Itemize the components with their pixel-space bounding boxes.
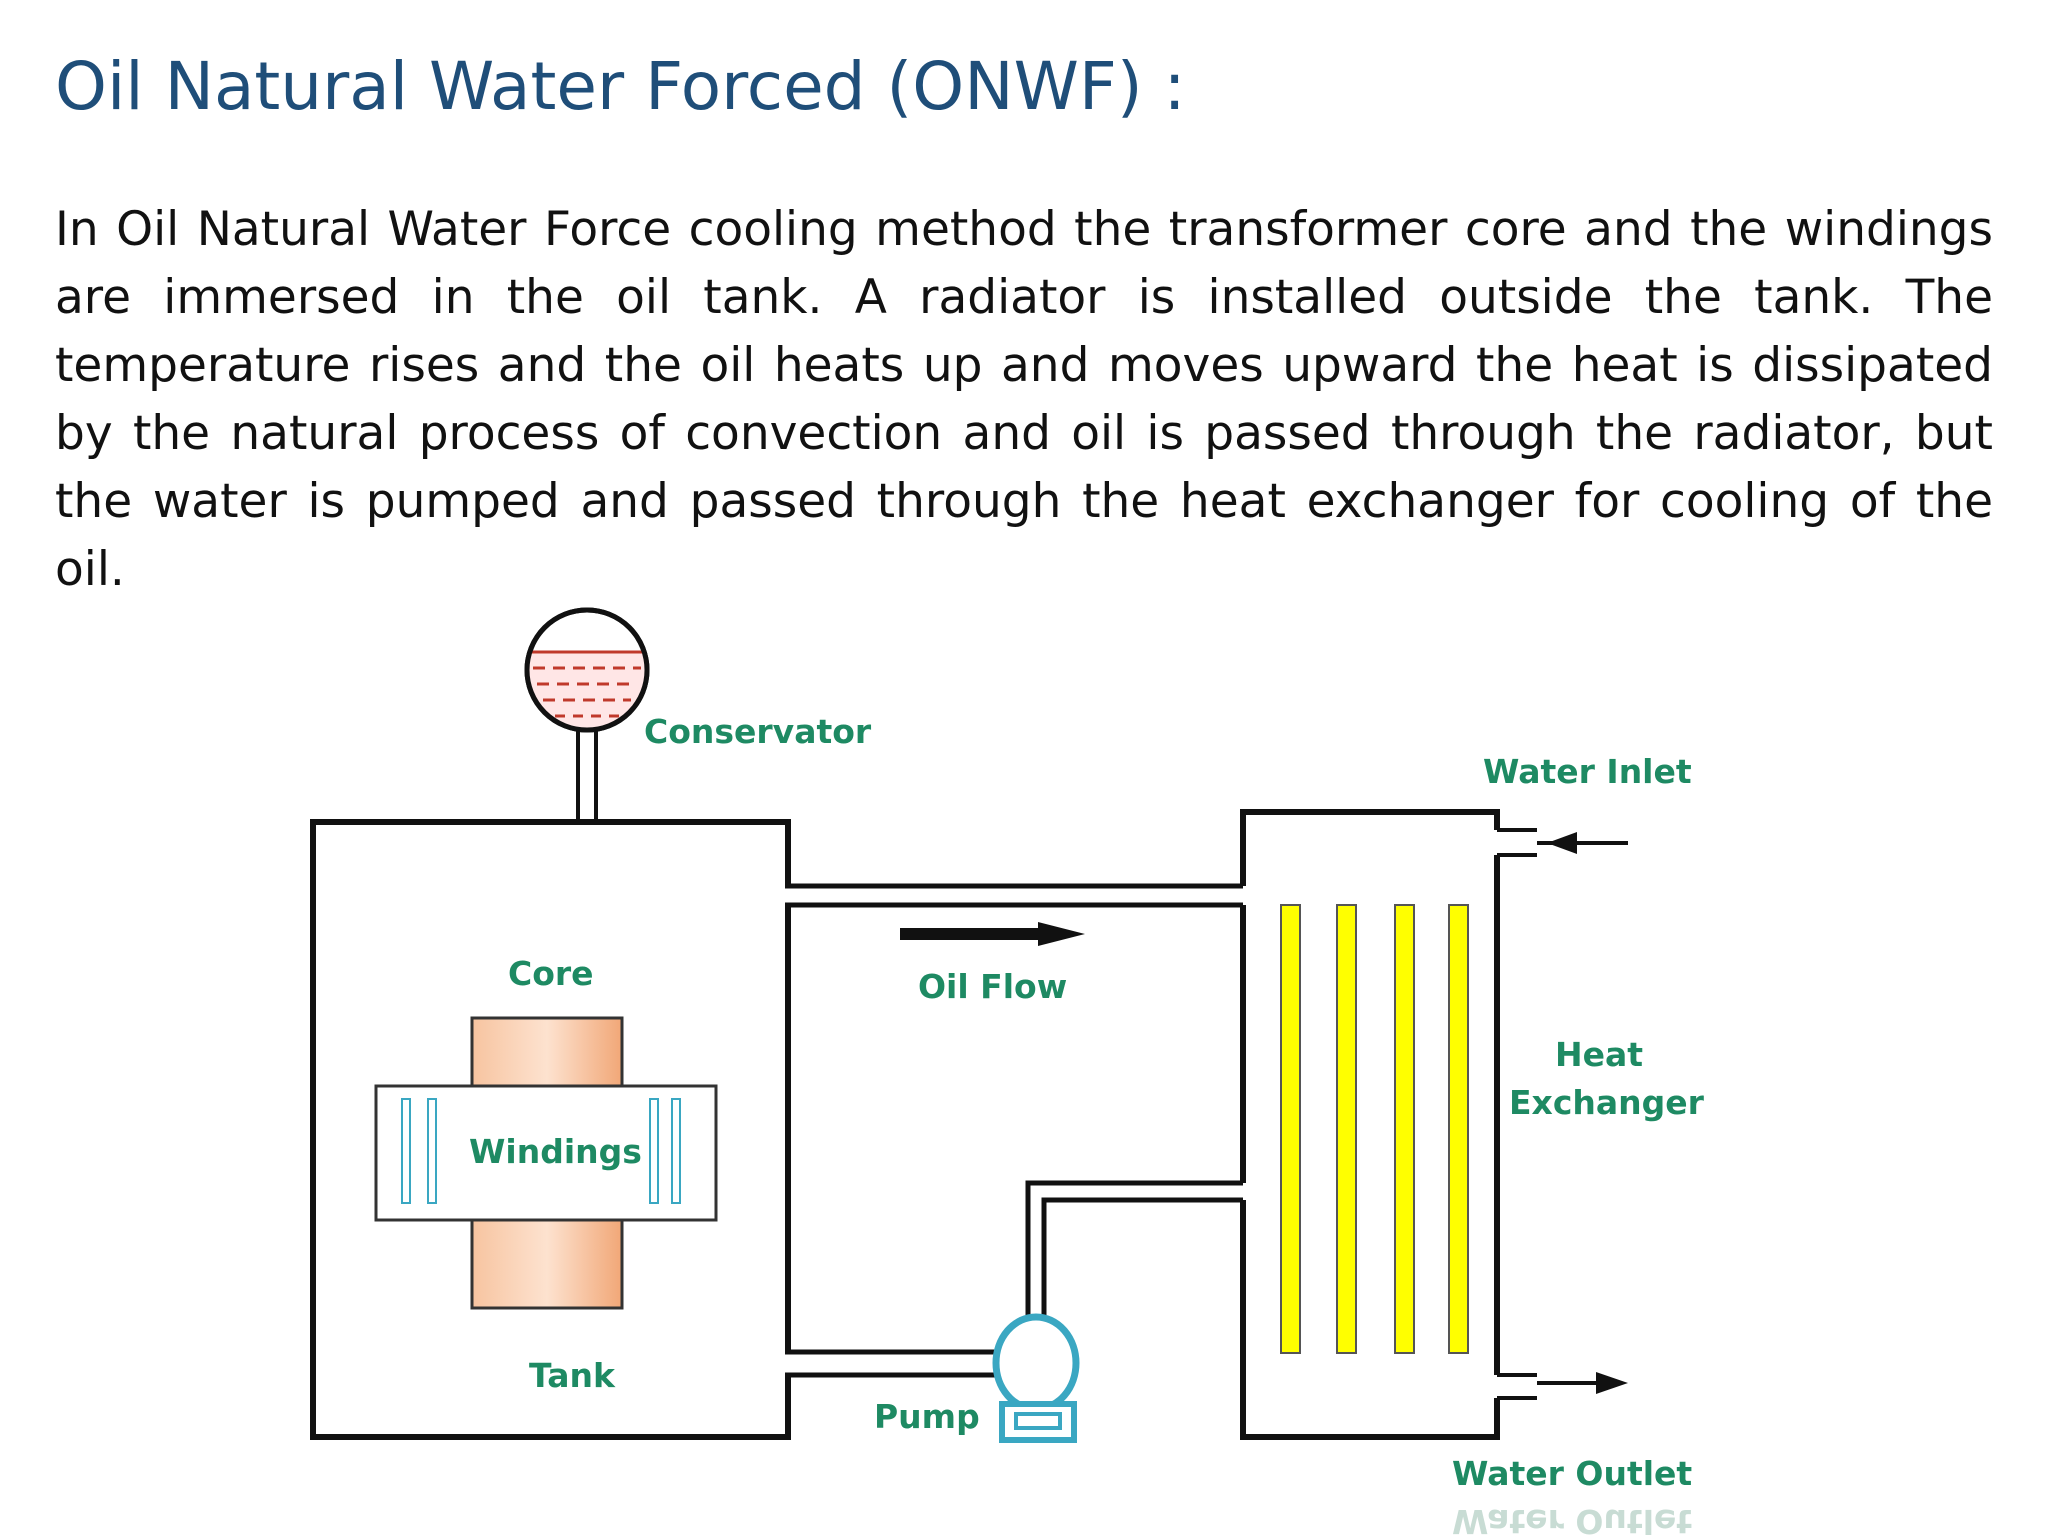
windings-label: Windings: [469, 1132, 642, 1171]
water-inlet-pipe: [1497, 828, 1628, 857]
heat-exchanger-label-line1: Heat: [1555, 1035, 1643, 1074]
pump-label: Pump: [874, 1397, 980, 1436]
water-outlet-pipe: [1497, 1372, 1628, 1400]
bottom-oil-pipe: [785, 1349, 1000, 1378]
pump: [992, 1313, 1080, 1443]
conservator: [524, 607, 650, 822]
water-outlet-reflection: Water Outlet: [1452, 1502, 1692, 1536]
core-label: Core: [508, 954, 594, 993]
water-outlet-label: Water Outlet: [1452, 1454, 1692, 1493]
tank: [310, 819, 791, 1440]
tank-label: Tank: [529, 1356, 616, 1395]
windings: [374, 1084, 718, 1222]
page-title: Oil Natural Water Forced (ONWF) :: [55, 48, 1186, 125]
oil-flow-label: Oil Flow: [918, 967, 1067, 1006]
pump-return-pipe: [1025, 1180, 1243, 1318]
top-oil-pipe: [785, 883, 1243, 908]
heat-exchanger: [1240, 809, 1500, 1440]
description-paragraph: In Oil Natural Water Force cooling metho…: [55, 202, 1993, 597]
water-inlet-label: Water Inlet: [1483, 752, 1692, 791]
conservator-label: Conservator: [644, 712, 872, 751]
oil-flow-arrow: [900, 922, 1085, 946]
heat-exchanger-label-line2: Exchanger: [1509, 1083, 1705, 1122]
core: [470, 1016, 624, 1310]
